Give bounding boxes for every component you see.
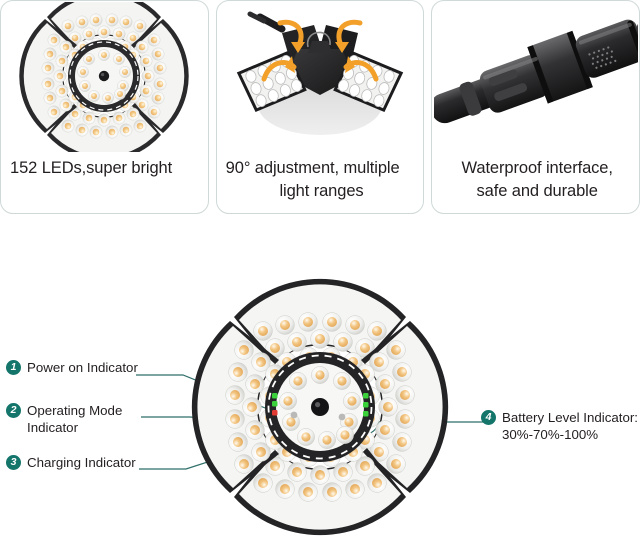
power-on-indicator-led xyxy=(272,393,278,407)
caption-line-1: 152 LEDs,super bright xyxy=(10,159,173,177)
feature-card-row: 152 LEDs,super bright xyxy=(0,0,640,214)
charging-indicator-led xyxy=(272,410,278,416)
led-lamp-top-view-image xyxy=(1,1,208,153)
callout-text-2-line-2: Indicator xyxy=(27,420,78,435)
callout-text-3-line-1: Charging Indicator xyxy=(27,455,136,470)
callout-label-charging[interactable]: 3 Charging Indicator xyxy=(6,454,136,471)
round-led-lamp-top-view-icon xyxy=(19,2,190,152)
feature-card-waterproof[interactable]: Waterproof interface, safe and durable xyxy=(431,0,640,214)
callout-label-operating-mode[interactable]: 2 Operating Mode Indicator xyxy=(6,402,122,436)
caption-line-2: light ranges xyxy=(279,182,364,200)
folded-lamp-image xyxy=(217,1,424,153)
caption-line-2: safe and durable xyxy=(476,182,598,200)
caption-line-1: Waterproof interface, xyxy=(461,159,613,177)
callout-label-power-on[interactable]: 1 Power on Indicator xyxy=(6,359,138,376)
callout-badge-2: 2 xyxy=(6,403,21,418)
round-led-lamp-detail-icon xyxy=(191,278,449,536)
feature-card-caption: Waterproof interface, safe and durable xyxy=(441,157,633,203)
feature-card-caption: 90° adjustment, multiple light ranges xyxy=(226,157,418,203)
callout-text-2: Operating Mode Indicator xyxy=(27,402,122,436)
indicator-callout-diagram: 1 Power on Indicator 2 Operating Mode In… xyxy=(0,214,640,556)
callout-badge-3: 3 xyxy=(6,455,21,470)
led-lamp-callout-image xyxy=(160,262,480,552)
callout-text-4-line-1: Battery Level Indicator: xyxy=(502,410,638,425)
callout-text-1: Power on Indicator xyxy=(27,359,138,376)
caption-line-1: 90° adjustment, multiple xyxy=(225,159,400,177)
callout-badge-4: 4 xyxy=(481,410,496,425)
callout-text-1-line-1: Power on Indicator xyxy=(27,360,138,375)
waterproof-cable-connector-icon xyxy=(433,18,638,124)
feature-card-led-count[interactable]: 152 LEDs,super bright xyxy=(0,0,209,214)
battery-level-indicator-leds xyxy=(363,393,369,417)
feature-card-caption: 152 LEDs,super bright xyxy=(10,157,202,180)
callout-label-battery-level[interactable]: 4 Battery Level Indicator: 30%-70%-100% xyxy=(481,409,638,443)
callout-text-2-line-1: Operating Mode xyxy=(27,403,123,418)
feature-card-adjustment[interactable]: 90° adjustment, multiple light ranges xyxy=(215,0,425,214)
callout-text-3: Charging Indicator xyxy=(27,454,136,471)
folded-lamp-with-rotation-arrows-icon xyxy=(236,11,404,135)
waterproof-connector-image xyxy=(432,1,639,153)
callout-text-4-line-2: 30%-70%-100% xyxy=(502,427,599,442)
callout-badge-1: 1 xyxy=(6,360,21,375)
callout-text-4: Battery Level Indicator: 30%-70%-100% xyxy=(502,409,638,443)
